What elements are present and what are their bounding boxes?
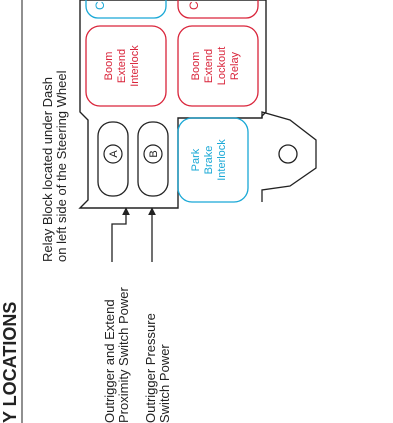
boom-extend-lockout-line-3: Lockout (216, 47, 228, 86)
park-brake-interlock-line-2: Brake (203, 146, 215, 175)
boom-extend-lockout-line-4: Relay (229, 51, 241, 80)
mounting-tab (261, 111, 317, 202)
relay-block-outline (78, 0, 267, 209)
relay-top-left-cyan: C (85, 0, 167, 19)
note-line-1: Relay Block located under Dash (40, 77, 55, 262)
boom-extend-lockout-line-1: Boom (190, 52, 202, 81)
boom-extend-interlock-line-1: Boom (103, 52, 115, 81)
relay-top-right-red: C (177, 0, 259, 19)
page-heading: Y LOCATIONS (0, 302, 20, 423)
callout-outrigger-extend-line-2: Proximity Switch Power (116, 287, 131, 423)
park-brake-interlock-line-3: Interlock (216, 139, 228, 181)
boom-extend-interlock-line-3: Interlock (129, 45, 141, 87)
park-brake-interlock-line-1: Park (190, 148, 202, 171)
boom-extend-interlock-line-2: Extend (116, 49, 128, 83)
boom-extend-lockout-line-2: Extend (203, 49, 215, 83)
terminal-a: A (97, 121, 129, 197)
relay-boom-extend-interlock: Boom Extend Interlock (85, 25, 167, 107)
relay-top-left-label: C (93, 1, 107, 10)
terminal-b: B (137, 121, 169, 197)
callout-outrigger-extend-line-1: Outrigger and Extend (102, 299, 117, 423)
terminal-a-label: A (108, 150, 120, 158)
mounting-hole (278, 144, 298, 164)
relay-boom-extend-lockout-relay: Boom Extend Lockout Relay (177, 25, 259, 107)
note-line-2: on left side of the Steering Wheel (54, 70, 69, 262)
relay-park-brake-interlock: Park Brake Interlock (177, 117, 249, 203)
terminal-b-label: B (148, 150, 160, 157)
relay-top-right-label: C (187, 1, 201, 10)
callout-outrigger-pressure-line-2: Switch Power (157, 344, 172, 423)
callout-outrigger-pressure-line-1: Outrigger Pressure (143, 313, 158, 423)
callout-outrigger-extend-leader (111, 207, 130, 262)
